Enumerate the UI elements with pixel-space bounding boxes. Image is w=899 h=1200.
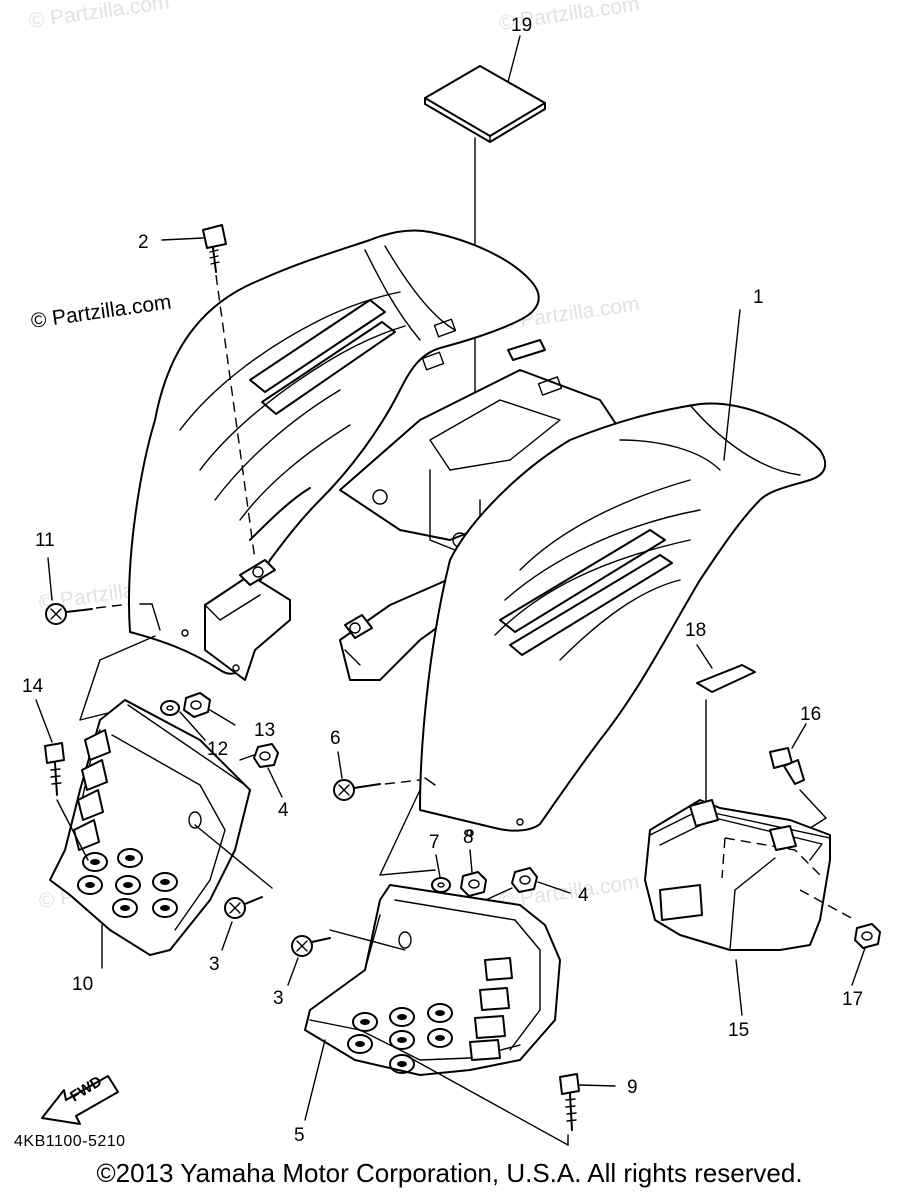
callout-14: 14 xyxy=(22,676,44,697)
part-3-screw-left xyxy=(221,896,263,951)
callout-6: 6 xyxy=(330,728,341,749)
part-17-nut xyxy=(851,923,881,986)
callout-5: 5 xyxy=(294,1125,305,1146)
callout-13: 13 xyxy=(254,720,275,741)
part-9-bolt xyxy=(404,1054,616,1146)
fwd-direction-arrow: FWD xyxy=(41,1073,119,1125)
callout-12: 12 xyxy=(207,739,228,760)
part-2-bolt xyxy=(161,224,256,561)
right-footrest-cleats xyxy=(469,957,513,1061)
part-3-screw-right xyxy=(287,929,406,986)
callout-8: 8 xyxy=(463,827,474,848)
callout-7: 7 xyxy=(429,832,440,853)
callout-18: 18 xyxy=(685,620,706,641)
callout-11: 11 xyxy=(35,530,55,551)
callout-labels: 19 2 1 11 18 14 13 12 16 6 4 7 8 4 3 10 … xyxy=(22,15,863,1146)
copyright-notice: ©2013 Yamaha Motor Corporation, U.S.A. A… xyxy=(96,1158,803,1188)
callout-15: 15 xyxy=(728,1020,749,1041)
part-5-right-footrest xyxy=(304,884,561,1121)
callout-16: 16 xyxy=(800,704,821,725)
part-11-screw xyxy=(45,557,161,721)
part-6-screw xyxy=(333,751,436,876)
part-1-rear-fender xyxy=(128,229,827,837)
part-10-left-footrest xyxy=(49,699,273,969)
callout-3-left: 3 xyxy=(209,954,220,975)
left-footrest-holes xyxy=(77,848,178,918)
callout-9: 9 xyxy=(627,1077,638,1098)
right-footrest-holes xyxy=(347,1003,453,1074)
part-7-washer-8-nut xyxy=(431,849,487,897)
part-12-washer-13-nut xyxy=(160,692,236,741)
callout-1: 1 xyxy=(753,287,764,308)
callout-19: 19 xyxy=(511,15,532,36)
part-15-storage-box xyxy=(644,799,856,1016)
callout-2: 2 xyxy=(138,232,149,253)
callout-3-right: 3 xyxy=(273,988,284,1009)
part-18-clip xyxy=(696,644,756,836)
diagram-part-number: 4KB1100-5210 xyxy=(14,1133,126,1150)
part-14-bolt xyxy=(35,699,89,861)
part-16-bolt xyxy=(759,723,827,861)
callout-4-lower: 4 xyxy=(578,885,589,906)
part-4-nut-upper xyxy=(239,743,283,798)
left-footrest-cleats xyxy=(73,729,111,851)
watermark-text: © Partzilla.com xyxy=(29,290,172,332)
callout-10: 10 xyxy=(72,974,93,995)
callout-17: 17 xyxy=(842,989,863,1010)
callout-4-upper: 4 xyxy=(278,800,289,821)
watermark-text: © Partzilla.com xyxy=(27,0,170,33)
